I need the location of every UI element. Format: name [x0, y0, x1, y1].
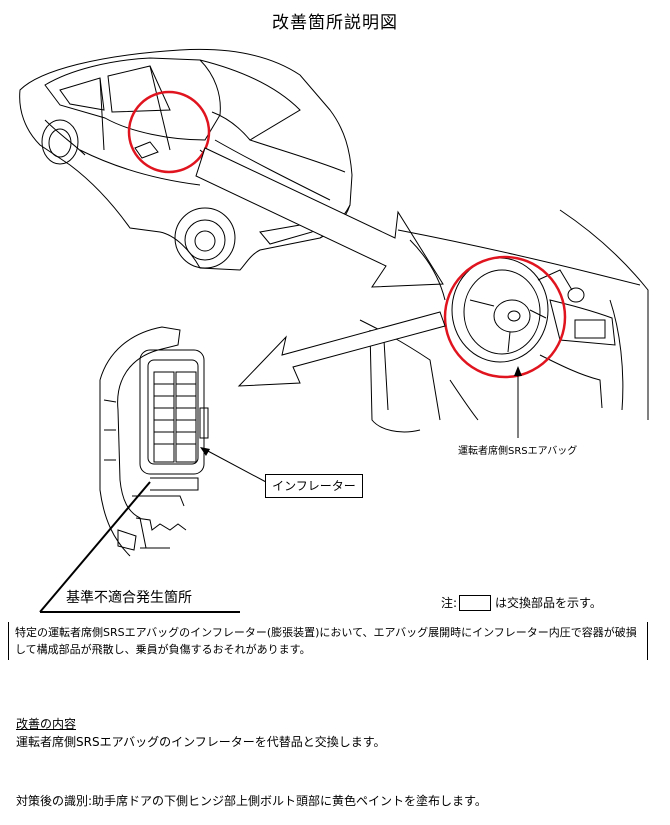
steering-highlight-circle [443, 255, 567, 379]
driver-airbag-label: 運転者席側SRSエアバッグ [458, 446, 578, 457]
inflator-callout-line [205, 449, 267, 483]
page-title: 改善箇所説明図 [272, 13, 398, 33]
inflator-label-box: インフレーター [265, 474, 363, 498]
remedy-text: 運転者席側SRSエアバッグのインフレーターを代替品と交換します。 [16, 735, 386, 749]
arrow-to-inflator [237, 311, 446, 387]
car-highlight-circle [127, 90, 211, 174]
identification-text: 対策後の識別:助手席ドアの下側ヒンジ部上側ボルト頭部に黄色ペイントを塗布します。 [16, 794, 487, 808]
arrow-to-steering [195, 147, 444, 288]
car-illustration [19, 48, 353, 271]
nonconformity-pointer-line [39, 481, 151, 613]
note-prefix: 注: [441, 596, 458, 610]
remedy-heading: 改善の内容 [16, 717, 77, 731]
replacement-part-swatch [459, 594, 492, 611]
defect-description: 特定の運転者席側SRSエアバッグのインフレーター(膨張装置)において、エアバッグ… [8, 622, 648, 660]
replacement-part-note: 注: は交換部品を示す。 [441, 594, 602, 611]
inflator-module-illustration [99, 326, 209, 557]
note-suffix: は交換部品を示す。 [495, 596, 602, 610]
nonconformity-label: 基準不適合発生箇所 [66, 590, 192, 606]
dashboard-illustration [359, 209, 649, 433]
